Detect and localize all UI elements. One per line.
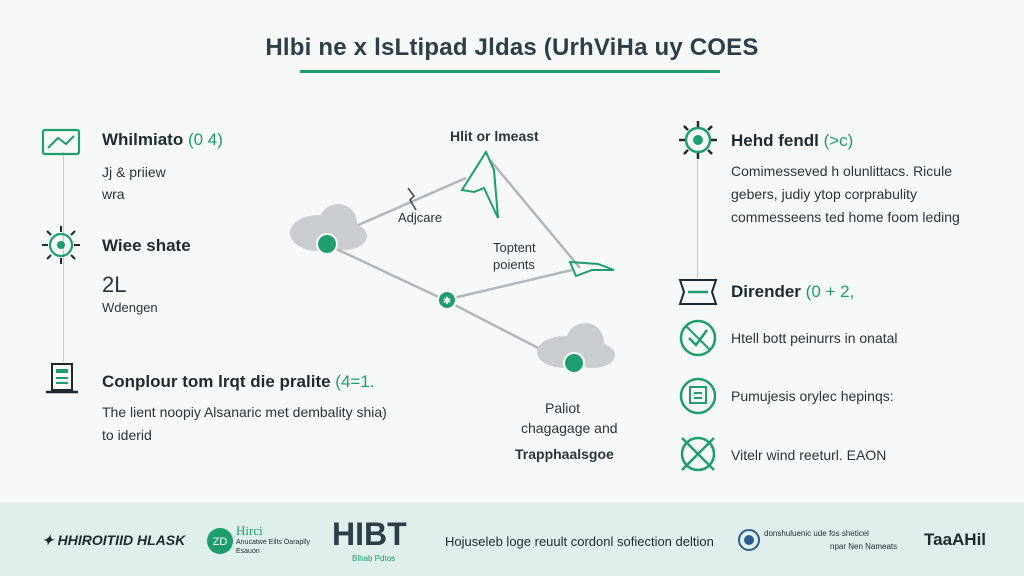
left-item-3-title: Conplour tom lrqt die pralite (4=1.	[102, 372, 375, 391]
right-item-5-text: Vitelr wind reeturl. EAON	[731, 447, 887, 463]
svg-text:✱: ✱	[443, 296, 451, 307]
right-connector-line	[697, 160, 698, 278]
footer-logo-5-line-1: donshuluenic ude fos sheticel	[764, 529, 869, 538]
footer-logo-2-line-2: Anucatwe Eilts Oaraplly	[236, 539, 310, 546]
left-connector-line	[63, 152, 64, 362]
star-icon: ✦	[42, 532, 54, 548]
center-bottom-label-3: Trapphaalsgoe	[515, 446, 614, 462]
footer-logo-2-line-3: Esauon	[236, 548, 260, 555]
cross-circle-icon	[676, 432, 720, 476]
center-link-label: Adjcare	[398, 210, 443, 225]
title-underline	[300, 70, 720, 73]
right-item-3-text: Htell bott peinurrs in onatal	[731, 330, 898, 346]
cloud-node-left	[290, 204, 367, 255]
footer-logo-3-sub: Blhab Pdtos	[352, 554, 396, 563]
center-mid-label-2: poients	[493, 257, 535, 272]
central-hub-node: ✱	[437, 290, 457, 310]
right-item-1-title: Hehd fendl (>c)	[731, 131, 854, 150]
footer-logo-5-line-2: npar Nen Nameats	[830, 542, 898, 551]
left-item-2-sub: Wdengen	[102, 300, 158, 315]
center-bottom-label-1: Paliot	[545, 400, 581, 416]
footer-logo-3-main: HIBT	[332, 516, 407, 552]
right-item-2-title: Dirender (0 + 2,	[731, 282, 855, 301]
gear-shield-icon	[676, 118, 720, 162]
right-item-1-line-3: commesseens ted home foom leding	[731, 209, 960, 225]
left-item-1-title: Whilmiato (0 4)	[102, 130, 223, 149]
check-circle-icon	[676, 316, 720, 360]
svg-text:ZD: ZD	[213, 536, 228, 548]
footer-logo-2-line-1: Hirci	[236, 523, 263, 538]
emblem-icon	[738, 529, 760, 551]
left-item-1-line-1: Jj & priiew	[102, 164, 166, 180]
bird-arrow-icon	[460, 149, 615, 278]
right-item-1-line-2: gebers, judiy ytop corprabulity	[731, 186, 917, 202]
center-mid-label-1: Toptent	[493, 240, 536, 255]
circle-badge-icon: ZD	[207, 528, 233, 554]
virus-gear-icon	[38, 222, 82, 266]
center-top-label: Hlit or lmeast	[450, 128, 539, 144]
browser-window-icon	[40, 124, 84, 168]
left-item-2-title: Wiee shate	[102, 236, 191, 255]
page-title: Hlbi ne x lsLtipad Jldas (UrhViHa uy COE…	[265, 34, 759, 61]
right-item-1-line-1: Comimesseved h olunlittacs. Ricule	[731, 163, 952, 179]
left-item-1-line-2: wra	[102, 186, 125, 202]
cloud-node-bottom	[537, 323, 615, 374]
left-item-3-line-1: The lient noopiy Alsanaric met dembality…	[102, 404, 387, 420]
center-bottom-label-2: chagagage and	[521, 420, 618, 436]
ribbon-badge-icon	[676, 374, 720, 418]
footer-tagline: Hojuseleb loge reuult cordonl sofiection…	[445, 534, 714, 549]
footer-logo-6: TaaAHil	[924, 530, 987, 549]
left-item-2-value: 2L	[102, 272, 127, 297]
building-document-icon	[42, 358, 86, 402]
left-item-3-line-2: to iderid	[102, 427, 152, 443]
footer-logo-1: ✦ HHIROITIID HLASK	[42, 532, 186, 548]
footer-bar: ✦ HHIROITIID HLASK ZD Hirci Anucatwe Eil…	[0, 503, 1024, 576]
right-item-4-text: Pumujesis orylec hepinqs:	[731, 388, 894, 404]
monitor-frame-icon	[676, 270, 720, 314]
small-cursor-icon	[407, 187, 417, 211]
